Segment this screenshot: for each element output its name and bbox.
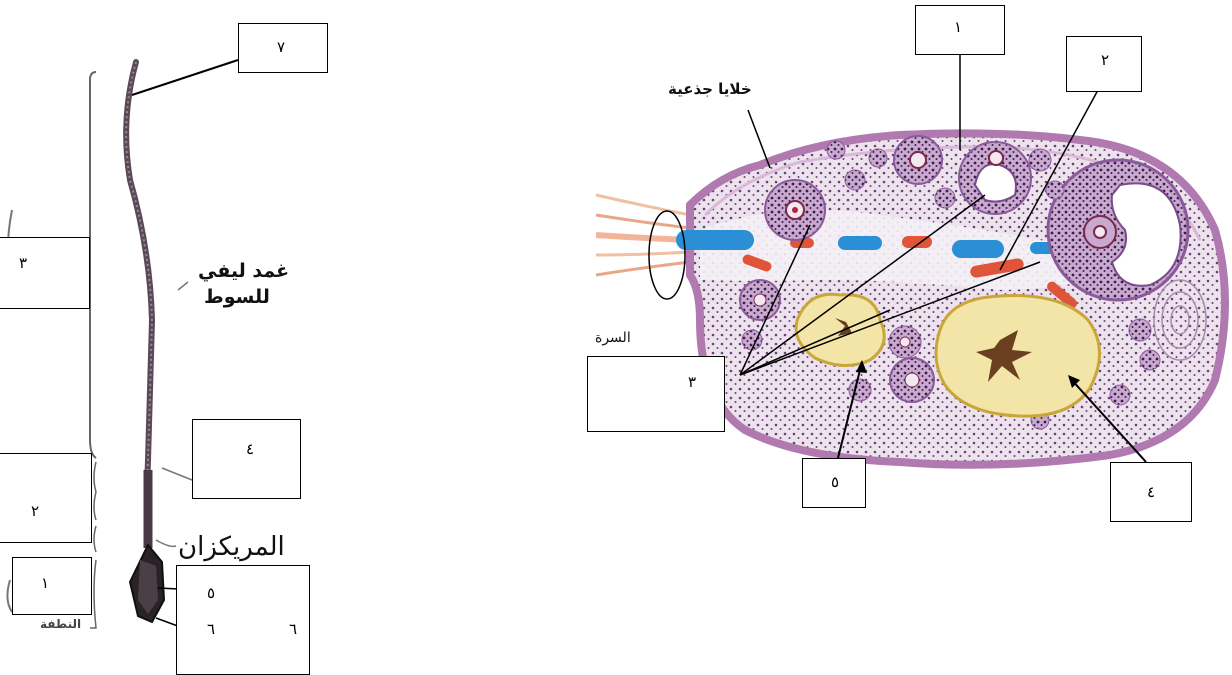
ovary-box-4[interactable]: ٤ — [1110, 462, 1192, 522]
sperm-box-6a-text: ٦ — [207, 620, 215, 638]
pointer-7 — [132, 60, 238, 95]
pointer-4 — [162, 468, 192, 480]
sperm-box-2-text: ٢ — [31, 502, 39, 520]
sperm-box-4-text: ٤ — [246, 440, 254, 458]
ovary-box-5-text: ٥ — [831, 473, 839, 491]
pointer-stem-cells — [748, 110, 770, 168]
ovary-box-2[interactable]: ٢ — [1066, 36, 1142, 92]
sperm-box-7[interactable]: ٧ — [238, 23, 328, 73]
label-stem-cells: خلايا جذعية — [668, 80, 752, 98]
sperm-box-2[interactable]: ٢ — [0, 453, 92, 543]
label-centrioles: المريكزان — [178, 532, 285, 562]
pointer-sheath — [178, 282, 188, 290]
midpiece-bracket — [94, 462, 96, 520]
ovary-box-1-text: ١ — [954, 18, 962, 36]
ovary-box-3-text: ٣ — [688, 373, 696, 391]
ovary-box-5[interactable]: ٥ — [802, 458, 866, 508]
sperm-box-1-text: ١ — [41, 574, 49, 592]
sperm-box-1[interactable]: ١ — [12, 557, 92, 615]
ovary-box-2-text: ٢ — [1101, 51, 1109, 69]
ovary-box-4-text: ٤ — [1147, 483, 1155, 501]
sperm-box-3-text: ٣ — [19, 254, 27, 272]
label-nucleus: النطفة — [40, 617, 81, 631]
sperm-box-7-text: ٧ — [277, 38, 285, 56]
neck-bracket — [94, 526, 96, 552]
sperm-box-4[interactable]: ٤ — [192, 419, 301, 499]
label-hilum: السرة — [595, 330, 631, 346]
ovary-box-3[interactable]: ٣ — [587, 356, 725, 432]
label-sheath-line1: غمد ليفي — [198, 260, 289, 282]
sperm-box-5-text: ٥ — [207, 584, 215, 602]
label-sheath-line2: للسوط — [204, 286, 270, 308]
sperm-box-6b-text: ٦ — [289, 620, 297, 638]
tail-bracket — [90, 72, 96, 458]
sperm-box-5-6[interactable]: ٥ ٦ ٦ — [176, 565, 310, 675]
ovary-box-1[interactable]: ١ — [915, 5, 1005, 55]
sperm-box-3[interactable]: ٣ — [0, 237, 90, 309]
pointer-centrioles — [156, 540, 176, 546]
